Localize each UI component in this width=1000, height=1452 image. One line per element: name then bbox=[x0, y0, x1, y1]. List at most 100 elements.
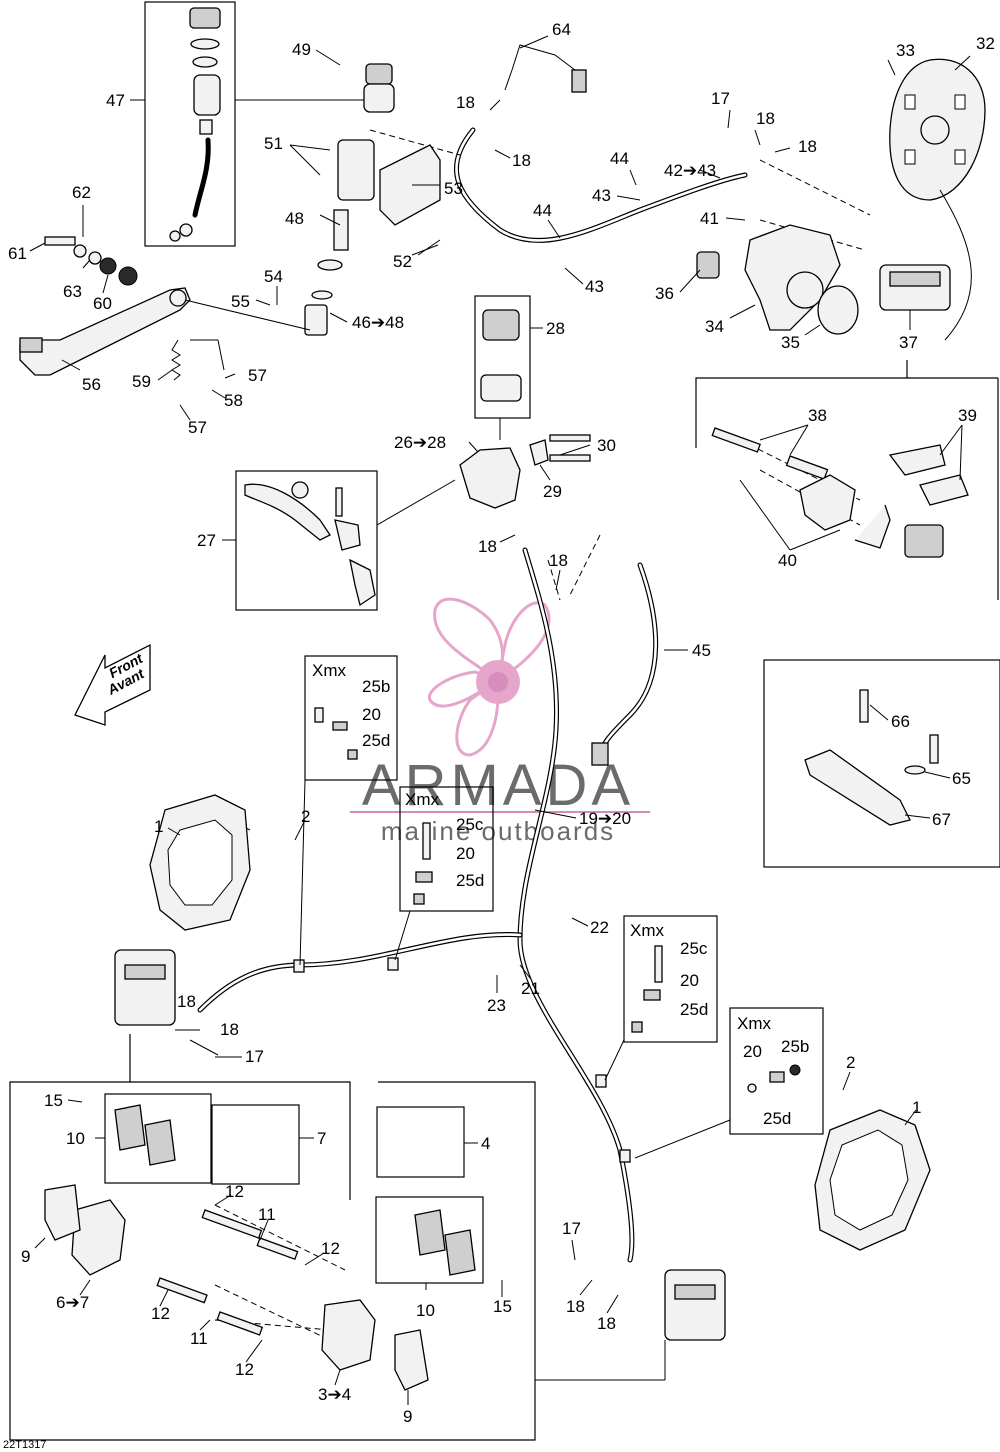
callout-11: 11 bbox=[258, 1205, 276, 1224]
callout-29: 29 bbox=[543, 482, 562, 501]
mount-bracket-67 bbox=[804, 749, 911, 826]
callout-19-20: 19➔20 bbox=[579, 809, 631, 828]
sensor-connector bbox=[591, 742, 609, 766]
return-spring bbox=[171, 339, 181, 381]
xmx-box-1 bbox=[304, 655, 398, 781]
xmx-box-4 bbox=[729, 1007, 824, 1135]
callout-40: 40 bbox=[778, 551, 797, 570]
callout-47: 47 bbox=[106, 91, 125, 110]
xmx2-item-25c: 25c bbox=[456, 815, 484, 834]
callout-18: 18 bbox=[597, 1314, 616, 1333]
bracket-9a bbox=[44, 1184, 81, 1241]
hose-clip-1 bbox=[293, 959, 305, 973]
diagram-code: 22T1317 bbox=[3, 1439, 46, 1451]
ring-35 bbox=[817, 285, 859, 335]
callout-39: 39 bbox=[958, 406, 977, 425]
callout-43: 43 bbox=[592, 186, 611, 205]
callout-18: 18 bbox=[756, 109, 775, 128]
callout-38: 38 bbox=[808, 406, 827, 425]
callout-7: 7 bbox=[317, 1129, 326, 1148]
callout-9: 9 bbox=[21, 1247, 30, 1266]
callout-17: 17 bbox=[562, 1219, 581, 1238]
leader-lines bbox=[29, 35, 972, 1405]
xmx1-item-25b: 25b bbox=[362, 677, 390, 696]
callout-34: 34 bbox=[705, 317, 724, 336]
xmx3-item-20: 20 bbox=[680, 971, 699, 990]
caliper-body-3-4 bbox=[321, 1299, 376, 1371]
callout-60: 60 bbox=[93, 294, 112, 313]
callout-18: 18 bbox=[177, 992, 196, 1011]
callout-18: 18 bbox=[549, 551, 568, 570]
callout-48: 48 bbox=[285, 209, 304, 228]
callout-labels: 64 49 47 18 18 17 18 18 44 42➔43 33 32 5… bbox=[8, 20, 995, 1426]
xmx-box-2 bbox=[399, 786, 494, 912]
front-caliper-frame-inner bbox=[130, 1081, 351, 1200]
sensor-64-body bbox=[571, 69, 587, 93]
callout-57: 57 bbox=[248, 366, 267, 385]
callout-10: 10 bbox=[416, 1301, 435, 1320]
callout-1: 1 bbox=[154, 817, 163, 836]
callout-66: 66 bbox=[891, 712, 910, 731]
rear-caliper-frame bbox=[695, 360, 908, 448]
brake-pedal bbox=[19, 287, 191, 376]
xmx-title-4: Xmx bbox=[737, 1014, 772, 1033]
brake-lines bbox=[197, 44, 748, 1263]
callout-3-4: 3➔4 bbox=[318, 1385, 351, 1404]
callout-2: 2 bbox=[846, 1053, 855, 1072]
callout-21: 21 bbox=[521, 979, 540, 998]
propeller-logo-icon bbox=[427, 597, 551, 757]
hose-clip-3 bbox=[595, 1074, 607, 1088]
bracket-9b bbox=[394, 1329, 429, 1391]
callout-33: 33 bbox=[896, 41, 915, 60]
callout-45: 45 bbox=[692, 641, 711, 660]
rear-master-cylinder bbox=[304, 63, 395, 336]
callout-55: 55 bbox=[231, 292, 250, 311]
xmx3-item-25d: 25d bbox=[680, 1000, 708, 1019]
variant-box-labels: Xmx 25b 20 25d Xmx 25c 20 25d Xmx 25c 20… bbox=[312, 661, 809, 1128]
callout-37: 37 bbox=[899, 333, 918, 352]
xmx4-item-25d: 25d bbox=[763, 1109, 791, 1128]
xmx1-item-25d: 25d bbox=[362, 731, 390, 750]
xmx3-item-25c: 25c bbox=[680, 939, 708, 958]
callout-9: 9 bbox=[403, 1407, 412, 1426]
xmx4-item-25b: 25b bbox=[781, 1037, 809, 1056]
callout-18: 18 bbox=[478, 537, 497, 556]
front-direction-arrow: Front Avant bbox=[74, 643, 151, 726]
callout-53: 53 bbox=[444, 179, 463, 198]
callout-12: 12 bbox=[235, 1360, 254, 1379]
pin-kit-box-4 bbox=[376, 1106, 465, 1178]
front-arrow-icon bbox=[74, 643, 151, 726]
pad-kit-box-10b bbox=[375, 1196, 484, 1284]
callout-1: 1 bbox=[912, 1098, 921, 1117]
callout-10: 10 bbox=[66, 1129, 85, 1148]
armada-watermark: ARMADA marine outboards bbox=[350, 597, 650, 846]
callout-65: 65 bbox=[952, 769, 971, 788]
callout-30: 30 bbox=[597, 436, 616, 455]
hose-clip-2 bbox=[387, 957, 399, 971]
front-right-caliper bbox=[664, 1269, 726, 1341]
part-shapes bbox=[19, 7, 986, 1391]
callout-56: 56 bbox=[82, 375, 101, 394]
callout-36: 36 bbox=[655, 284, 674, 303]
callout-63: 63 bbox=[63, 282, 82, 301]
reservoir-kit-box bbox=[144, 1, 236, 247]
rear-caliper-mount-kit bbox=[711, 427, 969, 558]
mount-kit-box bbox=[763, 659, 1000, 868]
callout-18: 18 bbox=[798, 137, 817, 156]
callout-59: 59 bbox=[132, 372, 151, 391]
callout-49: 49 bbox=[292, 40, 311, 59]
xmx-box-3 bbox=[623, 915, 718, 1043]
callout-12: 12 bbox=[151, 1304, 170, 1323]
callout-18: 18 bbox=[456, 93, 475, 112]
callout-2: 2 bbox=[301, 807, 310, 826]
callout-32: 32 bbox=[976, 34, 995, 53]
callout-12: 12 bbox=[321, 1239, 340, 1258]
xmx1-item-20: 20 bbox=[362, 705, 381, 724]
xmx2-item-25d: 25d bbox=[456, 871, 484, 890]
callout-4: 4 bbox=[481, 1134, 490, 1153]
callout-26-28: 26➔28 bbox=[394, 433, 446, 452]
callout-61: 61 bbox=[8, 244, 27, 263]
callout-18: 18 bbox=[512, 151, 531, 170]
callout-62: 62 bbox=[72, 183, 91, 202]
